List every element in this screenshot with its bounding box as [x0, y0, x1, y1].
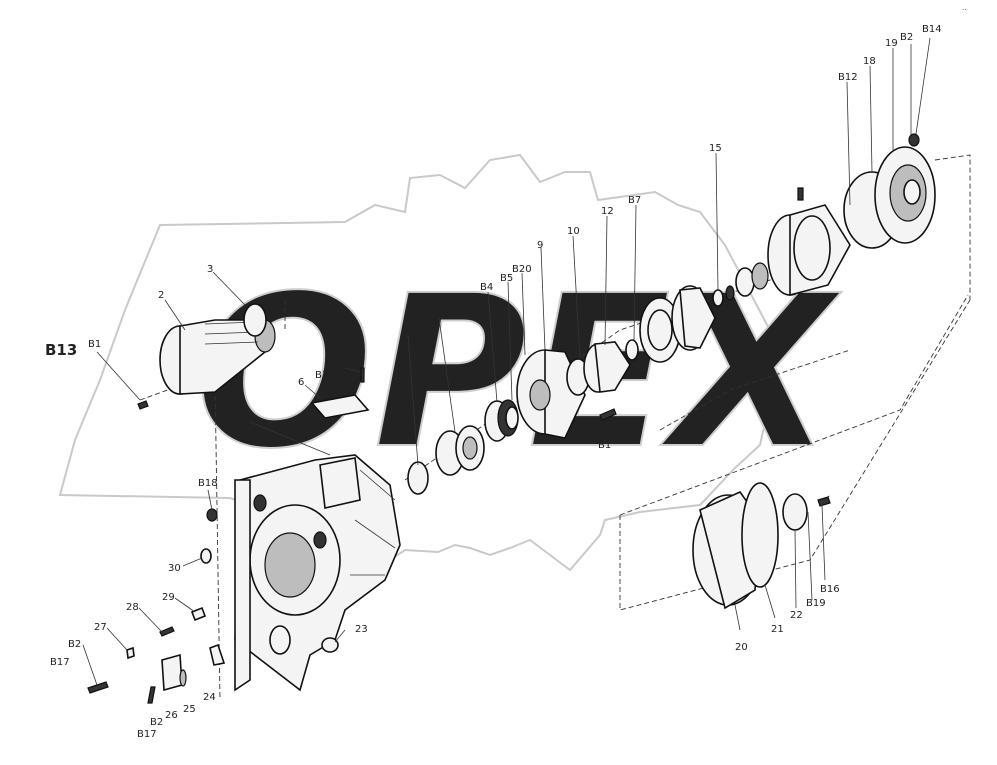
part-30-plug: [200, 548, 212, 564]
callout-b7: B7: [628, 195, 641, 206]
part-15-ring: [712, 289, 724, 307]
callout-b12: B12: [838, 72, 858, 83]
part-19-cover: [874, 146, 936, 244]
callout-10: 10: [567, 226, 580, 237]
callout-b16: B16: [820, 584, 840, 595]
callout-8: 8: [435, 307, 441, 318]
part-28-pin: [159, 626, 175, 637]
bolt-b17-bottom: [147, 686, 156, 704]
callout-b4: B4: [480, 282, 493, 293]
part-6-plate: [310, 394, 370, 419]
part-3-ring: [243, 303, 267, 337]
callout-b2-right: B2: [900, 32, 913, 43]
callout-20: 20: [735, 642, 748, 653]
callout-b1-low: B1: [598, 440, 611, 451]
part-bearing-small: [735, 267, 755, 297]
part-b18-plug: [206, 508, 218, 522]
callout-b17-left: B17: [50, 657, 70, 668]
leader-lines: [82, 37, 931, 686]
part-b4-bearing: [484, 399, 519, 442]
part-21-gasket: [741, 482, 779, 588]
callout-27: 27: [94, 622, 107, 633]
callout-19: 19: [885, 38, 898, 49]
callout-26: 26: [165, 710, 178, 721]
callout-b17-bottom: B17: [137, 729, 157, 740]
part-25-bolt: [179, 669, 187, 687]
bolt-b6: [599, 408, 617, 421]
part-12-ring-gear: [639, 285, 716, 363]
callout-b20: B20: [512, 264, 532, 275]
callout-12: 12: [601, 206, 614, 217]
bolt-b1: [137, 400, 149, 410]
part-29-clip: [190, 606, 207, 622]
part-b14-plug: [908, 133, 920, 147]
callout-4: 4: [242, 410, 248, 421]
part-6-bolt: [360, 367, 365, 383]
callout-b5: B5: [500, 273, 513, 284]
callout-28: 28: [126, 602, 139, 613]
part-27-pin: [126, 646, 135, 660]
callout-b2-left: B2: [68, 639, 81, 650]
callout-b14: B14: [922, 24, 942, 35]
callout-18: 18: [863, 56, 876, 67]
callout-23: 23: [355, 624, 368, 635]
callout-15: 15: [709, 143, 722, 154]
part-15-seal: [725, 285, 735, 301]
part-24-valve: [209, 643, 226, 666]
callout-b2-bottom: B2: [150, 717, 163, 728]
bolt-b16: [817, 496, 831, 507]
part-4-housing: [234, 454, 401, 692]
bolt-b17-left: [87, 681, 109, 694]
callout-b19: B19: [806, 598, 826, 609]
callout-b6: B6: [612, 432, 625, 443]
callout-b3: B3: [315, 370, 328, 381]
part-8-bearing: [435, 425, 485, 476]
part-gear-housing: [767, 187, 851, 297]
part-7-ring: [407, 461, 429, 495]
callout-29: 29: [162, 592, 175, 603]
part-9-carrier: [516, 349, 586, 439]
part-23-plug: [321, 637, 339, 653]
callout-3: 3: [207, 264, 213, 275]
callout-b2-top: B2: [335, 359, 348, 370]
part-2-flanged-shaft: [159, 319, 276, 395]
callout-25: 25: [183, 704, 196, 715]
callout-6: 6: [298, 377, 304, 388]
callout-2: 2: [158, 290, 164, 301]
part-bearing-small-2: [751, 262, 769, 290]
part-26-plate: [161, 653, 183, 692]
callout-labels: B13 B1 2 3 4 6 B3 B2 7 8 B4 B5 B20 9 10 …: [45, 24, 942, 740]
callout-b1: B1: [88, 339, 101, 350]
callout-b18: B18: [198, 478, 218, 489]
corner-mark: ..: [962, 4, 966, 12]
part-10-gear: [566, 341, 631, 396]
callout-b13: B13: [45, 341, 77, 359]
callout-22: 22: [790, 610, 803, 621]
part-22-ring: [782, 493, 808, 531]
callout-30: 30: [168, 563, 181, 574]
callout-24: 24: [203, 692, 216, 703]
part-b7-ring: [625, 339, 639, 361]
callout-21: 21: [771, 624, 784, 635]
callout-7: 7: [403, 324, 409, 335]
callout-9: 9: [537, 240, 543, 251]
